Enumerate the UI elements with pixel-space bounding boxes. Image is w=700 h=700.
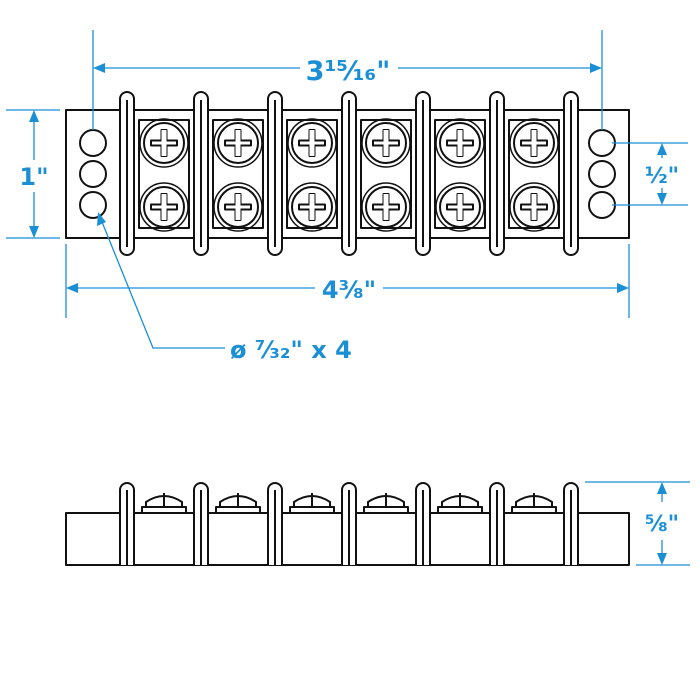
screw-slot-fill: [309, 130, 315, 156]
side-barriers: [119, 482, 579, 565]
screw-washer: [139, 118, 189, 168]
arrowhead: [657, 193, 667, 205]
mounting-hole: [588, 191, 616, 219]
screw-slot-fill: [383, 194, 389, 220]
screw-washer: [287, 182, 337, 232]
screw-washer: [139, 182, 189, 232]
arrowhead: [97, 212, 106, 226]
arrowhead: [93, 63, 105, 73]
top-view: [65, 91, 630, 256]
mounting-hole: [588, 160, 616, 188]
mounting-hole: [79, 129, 107, 157]
screw-washer: [435, 182, 485, 232]
screw-slot-fill: [531, 194, 537, 220]
screw-slot-fill: [457, 130, 463, 156]
arrowhead: [617, 283, 629, 293]
arrowhead: [657, 553, 667, 565]
screw-washer: [213, 118, 263, 168]
dimensions: 3¹⁵⁄₁₆" 4³⁄₈" 1" ½" ø ⁷⁄₃₂" x 4: [6, 30, 688, 364]
screw-washer: [361, 118, 411, 168]
hole-spacing-label: ½": [645, 164, 679, 189]
screw-washer: [509, 118, 559, 168]
side-view: [65, 482, 630, 566]
arrowhead: [66, 283, 78, 293]
screw-slot-fill: [235, 194, 241, 220]
leader-line: [99, 216, 225, 349]
hole-callout-label: ø ⁷⁄₃₂" x 4: [230, 336, 352, 364]
side-screws: [141, 493, 557, 514]
arrowhead: [29, 110, 39, 122]
barriers: [119, 91, 579, 256]
screw-washer: [435, 118, 485, 168]
screw-slot-fill: [161, 194, 167, 220]
arrowhead: [657, 143, 667, 155]
screw-slot-fill: [161, 130, 167, 156]
overall-length-label: 4³⁄₈": [322, 276, 376, 304]
side-height-label: ⅝": [645, 512, 679, 537]
terminal-screws: [138, 118, 560, 232]
screw-washer: [213, 182, 263, 232]
mount-span-label: 3¹⁵⁄₁₆": [306, 56, 391, 87]
height-label: 1": [19, 163, 48, 191]
mounting-hole: [588, 129, 616, 157]
screw-washer: [287, 118, 337, 168]
mounting-hole: [79, 160, 107, 188]
mounting-hole: [79, 191, 107, 219]
side-dimensions: ⅝": [585, 481, 690, 566]
screw-slot-fill: [309, 194, 315, 220]
screw-washer: [509, 182, 559, 232]
arrowhead: [657, 482, 667, 494]
screw-slot-fill: [383, 130, 389, 156]
screw-washer: [361, 182, 411, 232]
screw-slot-fill: [531, 130, 537, 156]
screw-slot-fill: [457, 194, 463, 220]
arrowhead: [29, 226, 39, 238]
screw-slot-fill: [235, 130, 241, 156]
arrowhead: [590, 63, 602, 73]
